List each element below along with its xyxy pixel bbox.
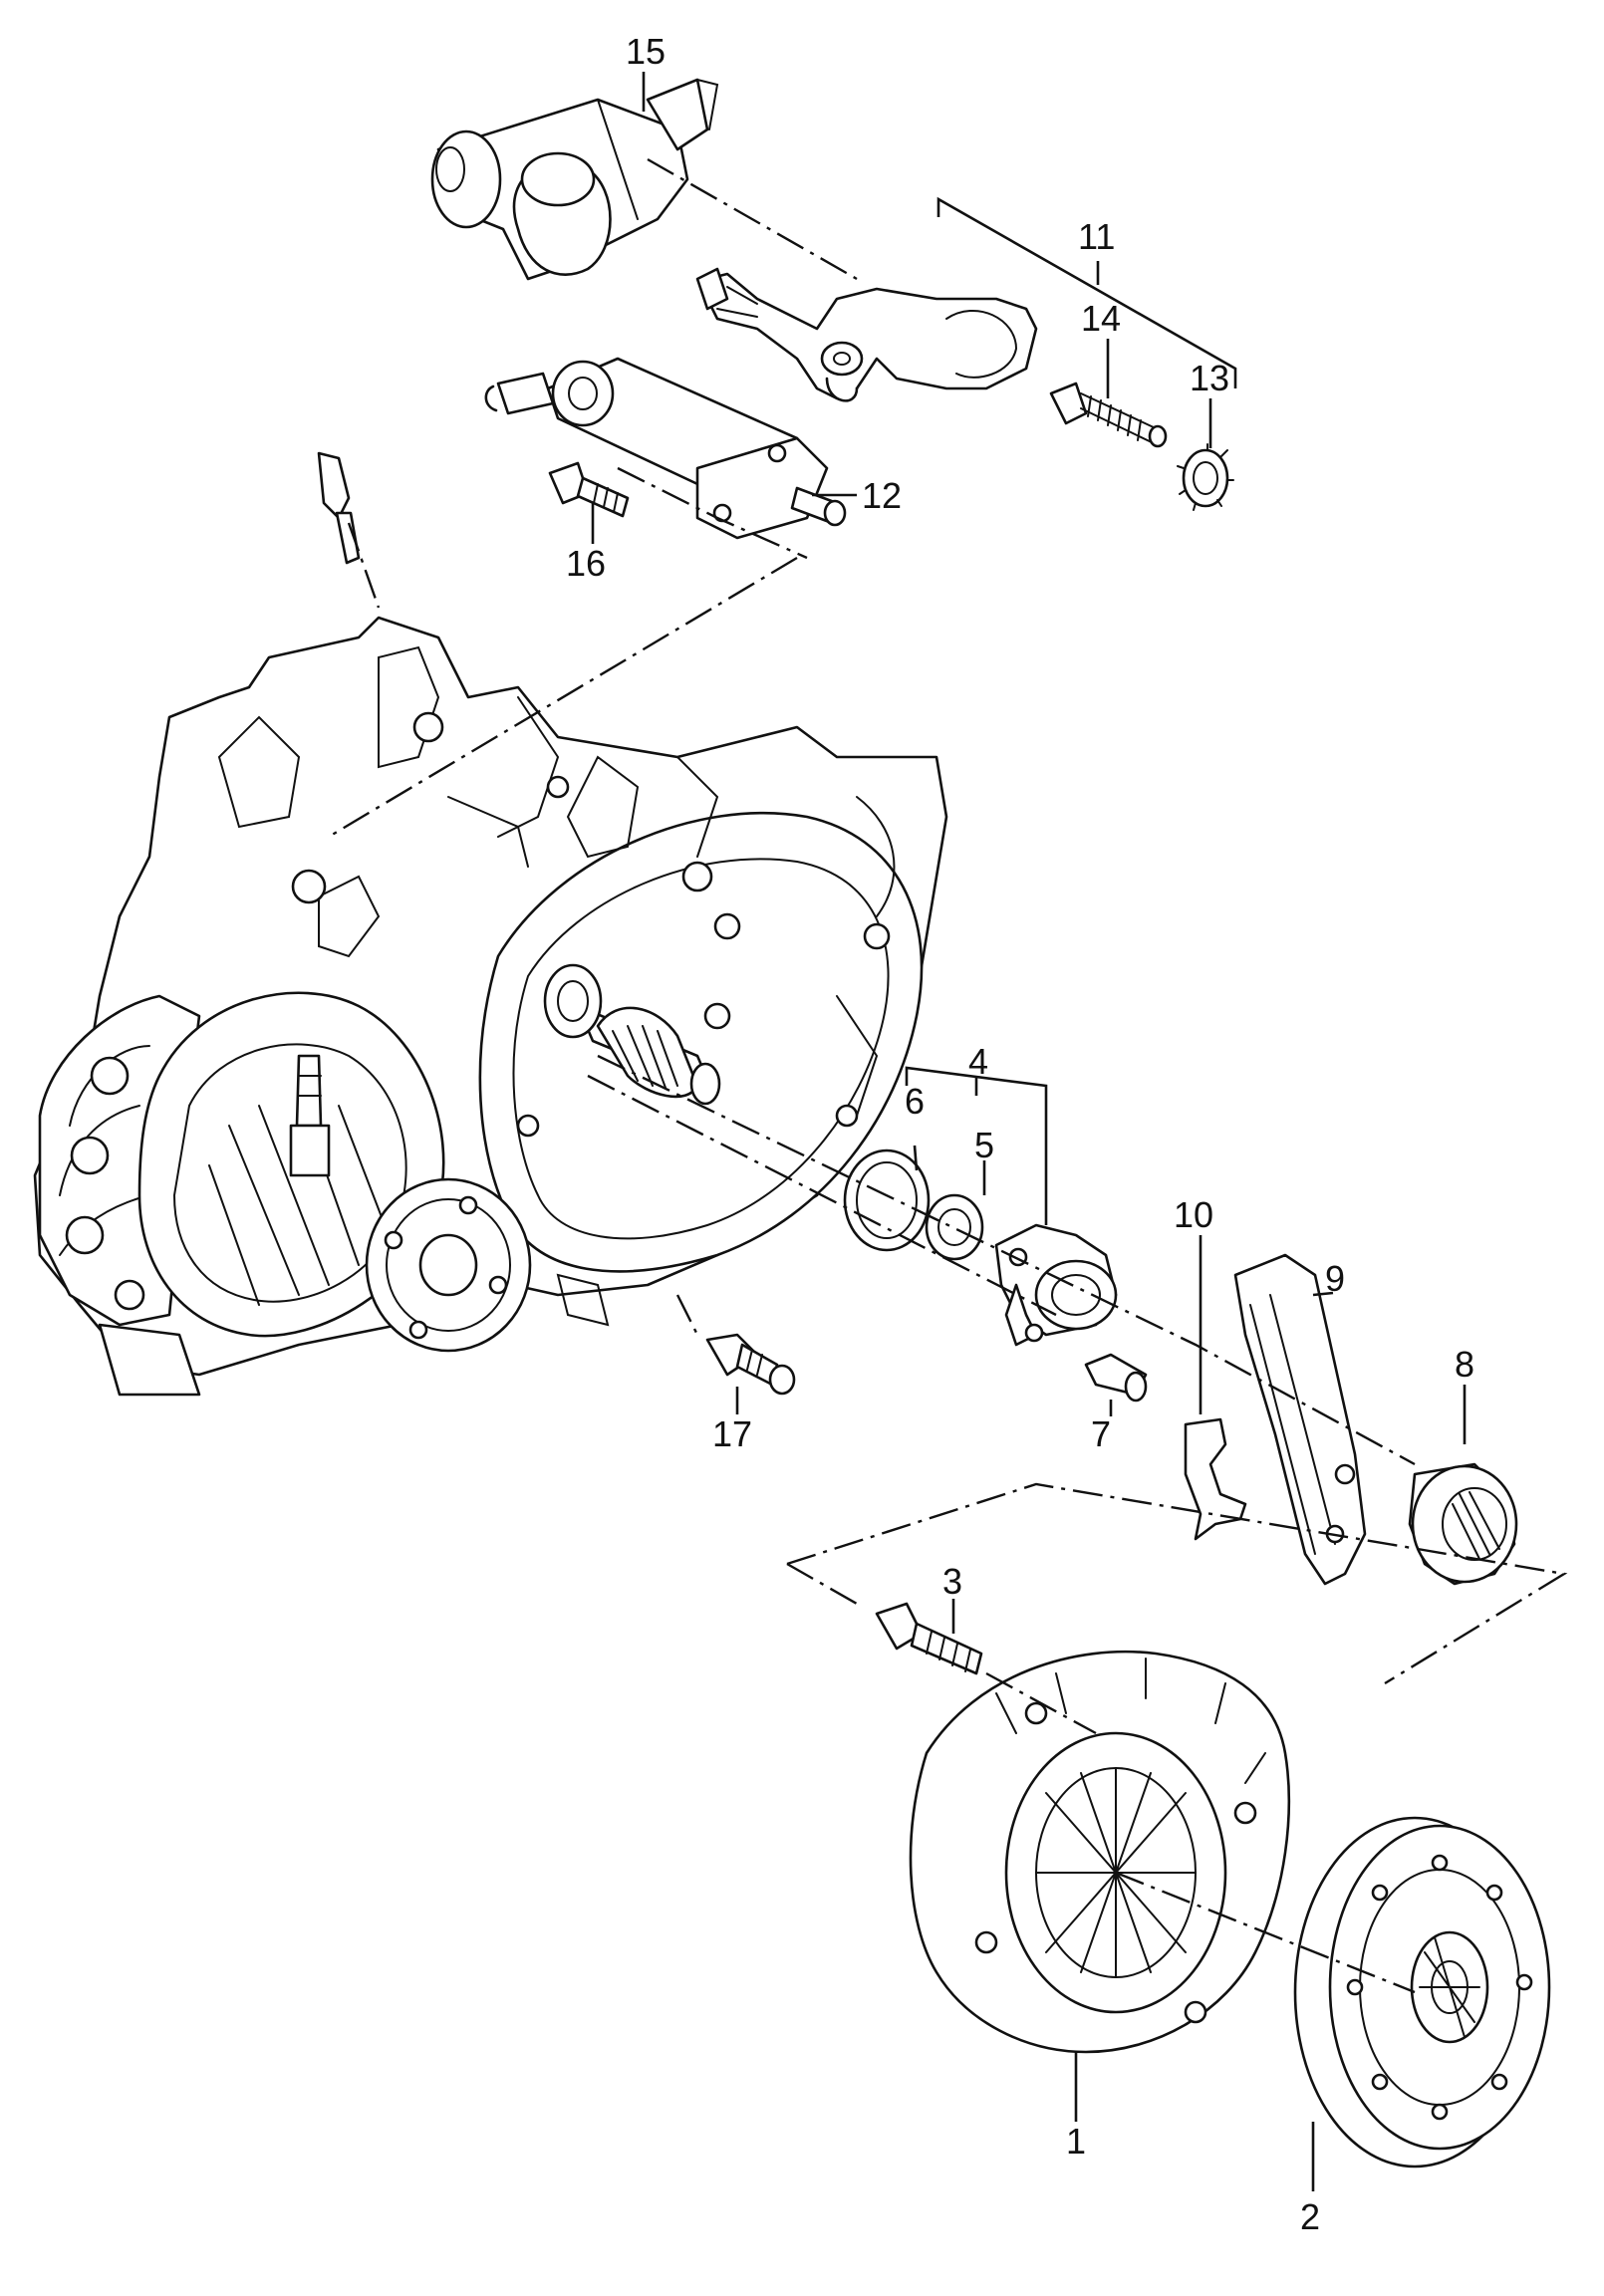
part-4-guide-sleeve [994, 1223, 1118, 1347]
label-16: 16 [566, 543, 606, 584]
label-17: 17 [712, 1413, 752, 1454]
part-dipstick [317, 451, 361, 565]
part-3-bolt [875, 1602, 983, 1675]
label-15: 15 [626, 31, 666, 72]
leader-9 [1312, 1291, 1334, 1297]
part-7-bolt [1084, 1353, 1148, 1403]
label-6: 6 [905, 1081, 925, 1122]
part-10-clip [1184, 1417, 1247, 1541]
label-11: 11 [1078, 216, 1115, 257]
part-8-release-bearing [1408, 1462, 1518, 1586]
part-16-bolt [548, 461, 630, 518]
label-8: 8 [1455, 1344, 1474, 1385]
part-14-spring-bolt [1049, 382, 1168, 448]
label-3: 3 [942, 1561, 962, 1602]
label-4: 4 [968, 1041, 988, 1082]
part-5-seal [925, 1193, 984, 1261]
label-2: 2 [1300, 2196, 1320, 2237]
part-17-bolt [705, 1333, 796, 1396]
part-9-release-fork [1233, 1253, 1367, 1586]
bracket-11 [936, 196, 1237, 388]
leader-6 [913, 1145, 919, 1171]
part-2-clutch-disc [1293, 1816, 1551, 2168]
label-12: 12 [862, 475, 902, 516]
part-12-slave-cylinder [484, 357, 847, 540]
label-10: 10 [1174, 1194, 1213, 1235]
label-9: 9 [1325, 1258, 1345, 1299]
label-7: 7 [1091, 1413, 1111, 1454]
assembly-axes [328, 157, 1568, 1994]
part-6-gasket [843, 1148, 931, 1252]
label-13: 13 [1190, 358, 1229, 398]
part-13-circlip [1177, 443, 1234, 511]
label-14: 14 [1081, 298, 1121, 339]
part-15-shift-housing [430, 78, 719, 281]
label-1: 1 [1066, 2121, 1086, 2162]
bracket-4 [905, 1066, 1048, 1225]
gearbox-housing [33, 616, 948, 1397]
label-5: 5 [974, 1125, 994, 1165]
part-11-release-lever [695, 267, 1038, 402]
part-1-pressure-plate [909, 1650, 1291, 2054]
